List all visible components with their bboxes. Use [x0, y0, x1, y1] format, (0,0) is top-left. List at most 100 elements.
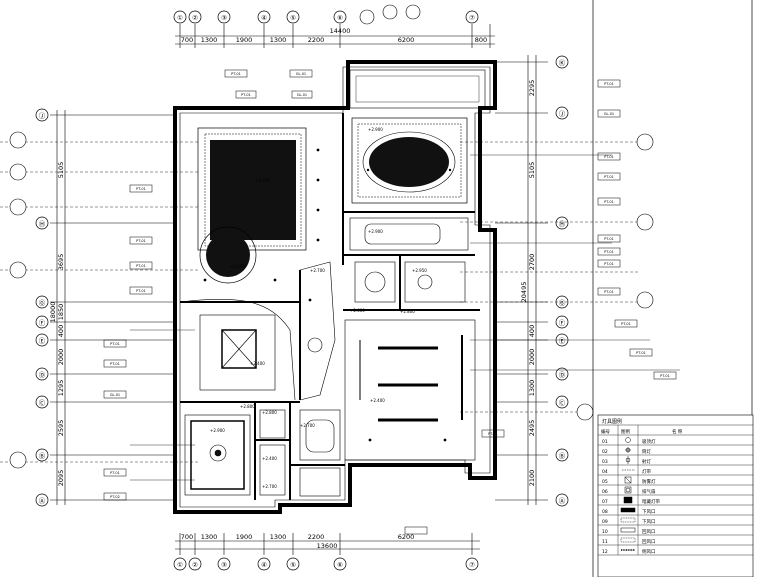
bottom-dim-1300b: 1300: [270, 533, 287, 541]
right-dim-values: 2295 5105 2700 400 2000 1300 2495 2100 2…: [520, 80, 536, 487]
level-label: +2.900: [368, 127, 383, 132]
material-code: PT-01: [604, 250, 614, 254]
material-code: PT-01: [604, 175, 614, 179]
level-label: +2.600: [350, 308, 365, 313]
right-dim-2000: 2000: [528, 349, 536, 366]
bottom-dimension-chain: [175, 533, 480, 555]
right-axis-D: Ⓓ: [559, 371, 566, 379]
material-tag-labels: PT-01 GL-01 PT-01 GL-01 PT-01 PT-01 PT-0…: [110, 72, 670, 499]
top-dimension-chain: [175, 24, 495, 48]
return-vent-2-icon: [620, 537, 636, 543]
material-code: GL-01: [604, 112, 614, 116]
legend-row-no: 06: [602, 489, 608, 495]
left-axis-E: Ⓔ: [39, 337, 46, 345]
right-axis-bubbles: [555, 55, 569, 507]
material-code: GL-01: [296, 72, 306, 76]
right-dim-2295: 2295: [528, 80, 536, 97]
left-dim-1850: 1850: [57, 304, 65, 321]
legend-row-name: 侧风口: [642, 548, 656, 555]
bottom-axis-7: ⑦: [469, 561, 475, 569]
level-label: +2.400: [262, 456, 277, 461]
level-label: +2.800: [400, 309, 415, 314]
material-code: GL-01: [297, 93, 307, 97]
level-label: +2.800: [262, 410, 277, 415]
bottom-axis-3: ③: [221, 561, 227, 569]
top-axis-2: ②: [192, 14, 198, 22]
level-label: +2.400: [250, 361, 265, 366]
legend-symbols: [620, 437, 636, 551]
right-axis-J: Ⓙ: [559, 110, 566, 118]
material-code: PT-01: [604, 155, 614, 159]
top-dim-800: 800: [475, 36, 487, 44]
top-axis-7: ⑦: [469, 14, 475, 22]
bottom-axis-2: ②: [192, 561, 198, 569]
top-axis-5: ⑤: [290, 14, 296, 22]
legend-row-no: 01: [602, 439, 608, 445]
leader-lines: [0, 141, 680, 481]
legend-row-no: 10: [602, 529, 608, 535]
bath-strip: [349, 217, 469, 303]
legend-row-no: 08: [602, 509, 608, 515]
level-label: +2.900: [368, 229, 383, 234]
top-dim-total: 14400: [330, 27, 351, 35]
material-code: PT-01: [604, 237, 614, 241]
right-dim-2700: 2700: [528, 254, 536, 271]
bottom-dim-1300: 1300: [201, 533, 218, 541]
material-code: PT-01: [660, 374, 670, 378]
left-axis-D: Ⓓ: [39, 371, 46, 379]
level-label: +2.700: [255, 178, 270, 183]
exterior-walls: [173, 60, 497, 514]
left-axis-G: Ⓖ: [39, 299, 46, 307]
bottom-dim-6200: 6200: [398, 533, 415, 541]
left-dimension-chain: [50, 110, 175, 505]
right-dim-400: 400: [528, 325, 536, 337]
left-dim-5105: 5105: [57, 162, 65, 179]
legend-row-no: 05: [602, 479, 608, 485]
legend-header-symbol: 图例: [621, 428, 630, 435]
legend-row-name: 筒灯: [642, 448, 651, 455]
bedroom-ceiling-lower: [184, 414, 251, 496]
left-axis-bubbles: [35, 108, 49, 507]
top-dim-values: 700 1300 1900 1300 2200 6200 800 14400: [181, 27, 487, 44]
ceiling-levels: +2.900 +2.700 +2.650 +2.900 +2.950 +2.60…: [210, 127, 427, 489]
bottom-axis-6: ⑥: [337, 561, 343, 569]
level-label: +2.950: [412, 268, 427, 273]
left-axis-H: Ⓗ: [39, 220, 46, 228]
material-code: PT-01: [231, 72, 241, 76]
left-axis-J: Ⓙ: [39, 112, 46, 120]
material-code: PT-01: [136, 289, 146, 293]
right-dim-total: 20495: [520, 282, 528, 303]
material-code: PT-01: [621, 322, 631, 326]
exhaust-fan-icon: [624, 486, 632, 494]
right-dimension-chain: [495, 55, 548, 505]
hidden-strip-icon: [623, 496, 633, 504]
bedroom-ceiling-left: [197, 127, 307, 284]
material-code: PT-01: [604, 82, 614, 86]
spotlight-icon: [625, 456, 631, 464]
level-label: +2.900: [210, 428, 225, 433]
material-code: GL-01: [110, 393, 120, 397]
top-axis-6: ⑥: [337, 14, 343, 22]
return-vent-icon: [620, 527, 636, 533]
top-dim-6200: 6200: [398, 36, 415, 44]
bottom-axis-bubbles: [173, 557, 479, 571]
right-dim-2495: 2495: [528, 420, 536, 437]
level-label: +2.700: [310, 268, 325, 273]
top-dim-1300b: 1300: [270, 36, 287, 44]
right-axis-A: Ⓐ: [559, 497, 566, 505]
legend-header-no: 编号: [601, 428, 610, 435]
material-code: PT-01: [604, 262, 614, 266]
material-code: PT-01: [604, 200, 614, 204]
left-axis-labels: Ⓙ Ⓗ Ⓖ Ⓕ Ⓔ Ⓓ Ⓒ Ⓑ Ⓐ: [39, 112, 46, 505]
left-dim-400: 400: [57, 325, 65, 337]
legend-row-name: 回风口: [642, 529, 656, 535]
right-axis-labels: Ⓚ Ⓙ Ⓗ Ⓖ Ⓕ Ⓔ Ⓓ Ⓒ Ⓑ Ⓐ: [559, 59, 566, 505]
legend-row-name: 防雾灯: [642, 478, 656, 485]
legend-row-no: 02: [602, 449, 608, 455]
top-axis-3: ③: [221, 14, 227, 22]
level-label: +2.700: [262, 484, 277, 489]
downlights: [203, 148, 452, 442]
legend-row-name: 回风口: [642, 539, 656, 545]
level-label: +2.650: [230, 264, 245, 269]
